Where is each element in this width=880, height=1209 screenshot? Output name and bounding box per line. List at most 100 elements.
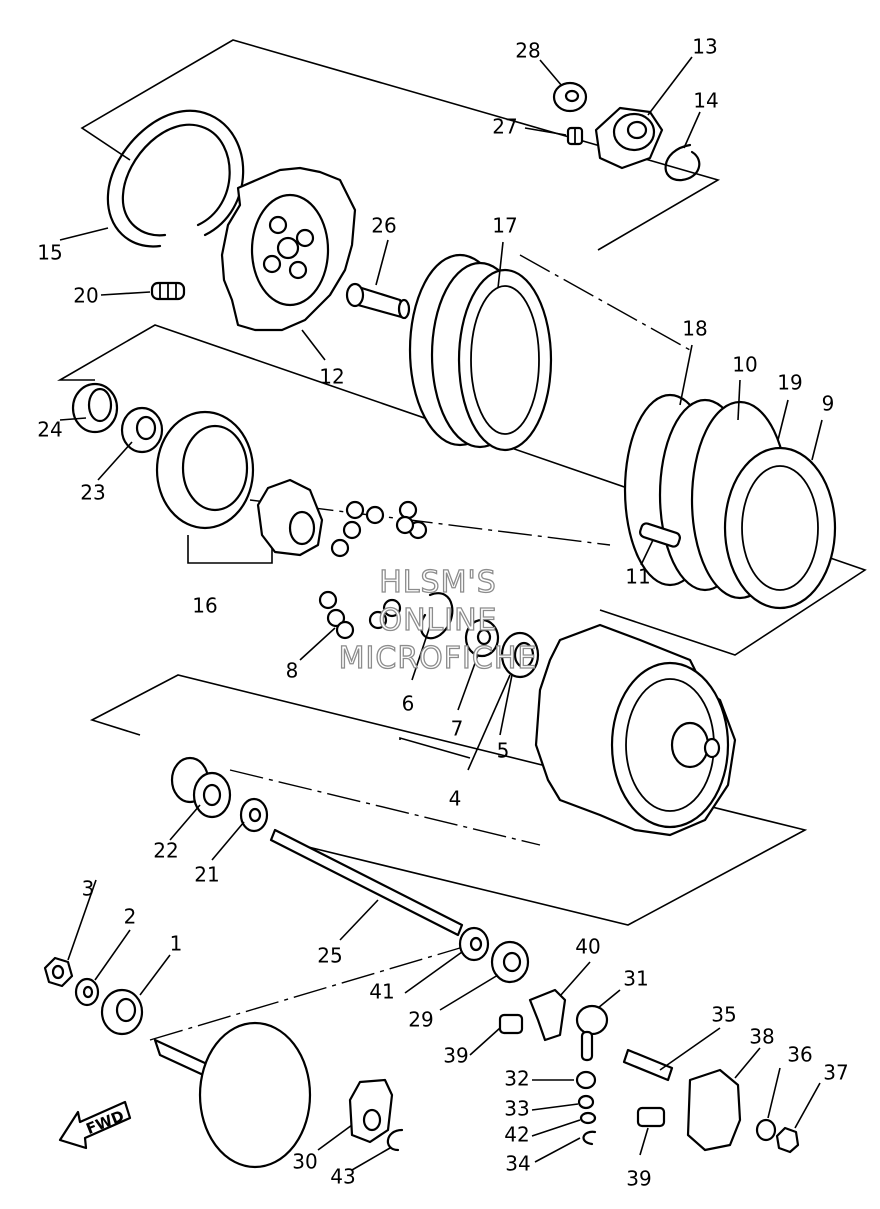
callout-40: 40: [575, 935, 600, 959]
callout-22: 22: [153, 839, 178, 863]
callout-12: 12: [319, 365, 344, 389]
callout-19: 19: [777, 371, 802, 395]
centerline-kick: [149, 944, 471, 1041]
frame-lower: [89, 674, 808, 926]
washer-36: [755, 1118, 777, 1142]
callout-26: 26: [371, 214, 396, 238]
clutch-pack: [623, 393, 837, 610]
lock-washer: [120, 406, 164, 454]
bearing-top: [552, 81, 588, 113]
push-rod: [345, 282, 411, 320]
clip-34: [582, 1130, 597, 1146]
bolt-39-upper: [498, 1013, 524, 1035]
callout-43: 43: [330, 1165, 355, 1189]
bearing-housing: [500, 631, 540, 679]
oring-33: [577, 1094, 595, 1110]
ratchet-lever: [348, 1078, 394, 1144]
callout-38: 38: [749, 1025, 774, 1049]
callout-9: 9: [822, 392, 835, 416]
callout-4: 4: [449, 787, 462, 811]
callout-15: 15: [37, 241, 62, 265]
frame-upper: [80, 39, 721, 251]
callout-10: 10: [732, 353, 757, 377]
clutch-balls: [318, 500, 428, 640]
callout-42: 42: [504, 1123, 529, 1147]
watermark-line-2: ONLINE: [378, 603, 497, 638]
idle-gear: [170, 756, 232, 819]
callout-6: 6: [402, 692, 415, 716]
callout-16: 16: [192, 594, 217, 618]
clutch-spring-small: [639, 522, 681, 548]
kick-shaft: [153, 1021, 312, 1169]
centerline-clutch: [519, 254, 691, 351]
retaining-clip: [419, 592, 454, 640]
callout-37: 37: [823, 1061, 848, 1085]
callout-41: 41: [369, 980, 394, 1004]
callout-33: 33: [504, 1097, 529, 1121]
callout-28: 28: [515, 39, 540, 63]
small-screw: [566, 126, 584, 146]
adjust-lever: [575, 1004, 609, 1062]
callout-39: 39: [443, 1044, 468, 1068]
callout-32: 32: [504, 1067, 529, 1091]
centerline-shaft: [229, 769, 541, 846]
long-push-rod: [269, 828, 464, 937]
callout-8: 8: [286, 659, 299, 683]
callout-18: 18: [682, 317, 707, 341]
callout-labels: 1 2 3 4 5 6 7 8 9 10 11 12 13 14 15 16 1…: [37, 35, 848, 1191]
callout-29: 29: [408, 1008, 433, 1032]
clutch-spring: [150, 281, 186, 301]
callout-3: 3: [82, 877, 95, 901]
pressure-plate: [220, 166, 357, 332]
callout-17: 17: [492, 214, 517, 238]
clip-43: [386, 1128, 404, 1152]
circlip-ring: [106, 109, 245, 248]
lever-bracket: [528, 988, 567, 1042]
forward-arrow-icon: FWD: [58, 1100, 132, 1150]
watermark-line-3: MICROFICHE: [339, 641, 538, 676]
nut-3: [43, 956, 74, 988]
mount-bracket: [686, 1068, 742, 1152]
gear-washer: [239, 797, 269, 833]
friction-plates: [408, 253, 553, 452]
washer-2: [74, 977, 100, 1007]
cam-hub: [256, 478, 324, 557]
callout-13: 13: [692, 35, 717, 59]
one-way-housing: [155, 410, 255, 530]
callout-25: 25: [317, 944, 342, 968]
callout-21: 21: [194, 863, 219, 887]
group-frames: [57, 39, 867, 1041]
collar-32: [575, 1070, 597, 1090]
callout-14: 14: [693, 89, 718, 113]
stud-bolt: [622, 1048, 674, 1082]
callout-35: 35: [711, 1003, 736, 1027]
callout-5: 5: [497, 739, 510, 763]
washer-42: [579, 1111, 597, 1125]
callout-36: 36: [787, 1043, 812, 1067]
push-plate: [594, 106, 664, 170]
kick-gear: [100, 988, 144, 1036]
callout-23: 23: [80, 481, 105, 505]
callout-31: 31: [623, 967, 648, 991]
callout-30: 30: [292, 1150, 317, 1174]
leader-lines: [59, 56, 823, 1171]
callout-24: 24: [37, 418, 62, 442]
bolt-39-lower: [636, 1106, 666, 1128]
callout-2: 2: [124, 905, 137, 929]
callout-34: 34: [505, 1152, 530, 1176]
callout-27: 27: [492, 115, 517, 139]
clutch-housing: [534, 623, 737, 837]
bearing-left: [71, 382, 119, 434]
oil-seal: [490, 940, 530, 984]
callout-39b: 39: [626, 1167, 651, 1191]
callout-1: 1: [170, 932, 183, 956]
small-circlip: [664, 143, 701, 182]
watermark-line-1: HLSM'S: [379, 565, 497, 600]
washer-41: [458, 926, 490, 962]
callout-20: 20: [73, 284, 98, 308]
callout-7: 7: [451, 717, 464, 741]
thrust-washer: [464, 618, 500, 658]
nut-37: [775, 1126, 800, 1154]
watermark: HLSM'S ONLINE MICROFICHE: [338, 564, 538, 676]
